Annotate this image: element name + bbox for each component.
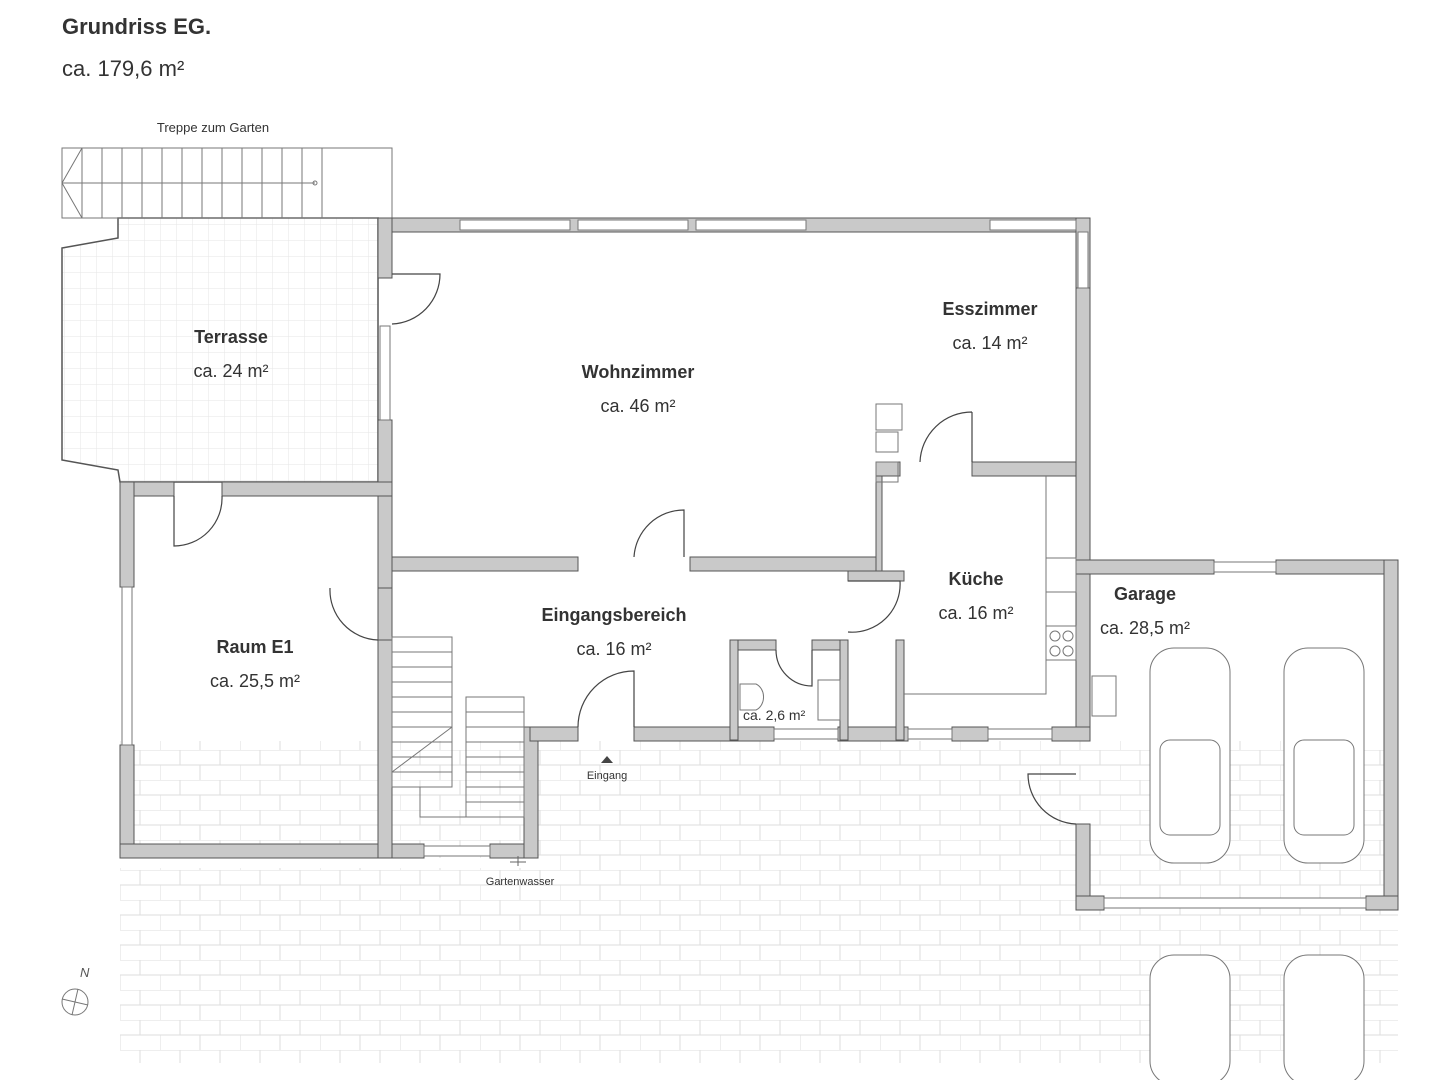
entrance-label: Eingang — [586, 770, 628, 782]
room-name-eingangsbereich: Eingangsbereich — [541, 605, 687, 625]
room-area-raum-e1: ca. 25,5 m² — [209, 671, 301, 691]
room-area-wc: ca. 2,6 m² — [743, 707, 806, 723]
room-name-kueche: Küche — [948, 569, 1004, 589]
room-area-terrasse: ca. 24 m² — [193, 361, 269, 381]
interior-stairs — [391, 636, 525, 818]
windows — [121, 219, 1367, 909]
garden-water-label: Gartenwasser — [485, 876, 555, 888]
garden-stairs — [61, 147, 393, 219]
terrace-floor — [61, 217, 379, 483]
doors — [173, 273, 1077, 825]
compass-icon — [61, 988, 89, 1016]
north-label: N — [80, 965, 90, 980]
room-name-wohnzimmer: Wohnzimmer — [581, 362, 695, 382]
stairs-label: Treppe zum Garten — [156, 120, 270, 135]
room-name-esszimmer: Esszimmer — [942, 299, 1038, 319]
garden-tap-icon — [510, 856, 526, 866]
room-name-raum-e1: Raum E1 — [216, 637, 294, 657]
entrance-arrow-icon — [601, 756, 613, 763]
room-area-esszimmer: ca. 14 m² — [952, 333, 1028, 353]
room-area-garage: ca. 28,5 m² — [1099, 618, 1191, 638]
room-name-terrasse: Terrasse — [194, 327, 268, 347]
page-title: Grundriss EG. — [62, 14, 212, 39]
room-area-wohnzimmer: ca. 46 m² — [600, 396, 676, 416]
kitchen-counter — [739, 403, 1117, 721]
room-area-kueche: ca. 16 m² — [938, 603, 1014, 623]
room-area-eingangsbereich: ca. 16 m² — [576, 639, 652, 659]
total-area: ca. 179,6 m² — [62, 56, 185, 81]
cars — [1149, 647, 1365, 1080]
room-name-garage: Garage — [1113, 584, 1177, 604]
walls — [119, 217, 1399, 911]
